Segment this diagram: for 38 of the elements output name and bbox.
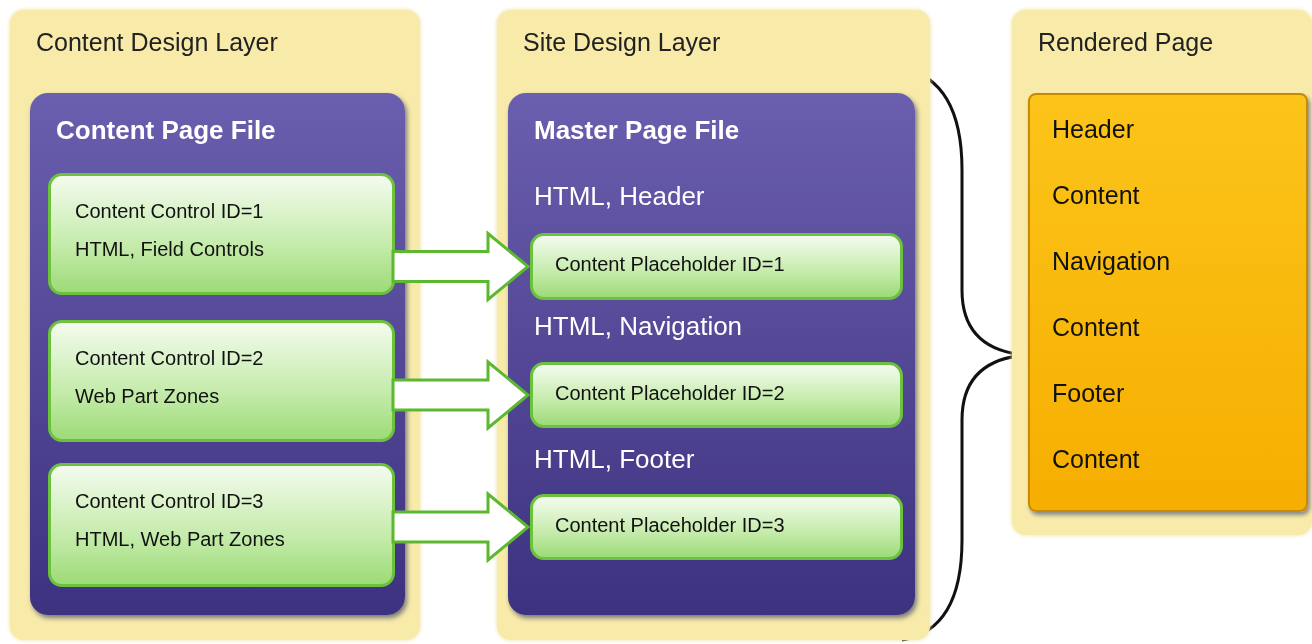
layer-panel bbox=[1012, 10, 1312, 535]
layer-title: Rendered Page bbox=[1038, 28, 1214, 57]
item-label: HTML, Field Controls bbox=[75, 238, 264, 261]
control-box bbox=[48, 463, 395, 587]
layer-panel bbox=[497, 10, 930, 640]
rendered-page-box bbox=[1028, 93, 1308, 512]
item-label: Content bbox=[1052, 445, 1140, 474]
item-label: Content Control ID=3 bbox=[75, 490, 264, 513]
item-label: Content Placeholder ID=1 bbox=[555, 253, 785, 276]
item-label: HTML, Footer bbox=[534, 444, 695, 475]
item-label: Content bbox=[1052, 181, 1140, 210]
item-label: Content Placeholder ID=2 bbox=[555, 382, 785, 405]
control-box bbox=[48, 320, 395, 442]
item-label: Web Part Zones bbox=[75, 385, 220, 408]
panel-title: Content Page File bbox=[56, 115, 276, 146]
panel-title: Master Page File bbox=[534, 115, 740, 146]
control-box bbox=[530, 362, 903, 428]
block-arrow bbox=[391, 230, 531, 303]
block-arrow bbox=[391, 490, 531, 564]
item-label: Header bbox=[1052, 115, 1134, 144]
item-label: Content Placeholder ID=3 bbox=[555, 514, 785, 537]
item-label: Content Control ID=2 bbox=[75, 347, 264, 370]
layer-panel bbox=[10, 10, 420, 640]
layer-title: Content Design Layer bbox=[36, 28, 278, 57]
item-label: HTML, Web Part Zones bbox=[75, 528, 285, 551]
item-label: HTML, Header bbox=[534, 181, 705, 212]
block-arrow bbox=[391, 358, 531, 432]
item-label: Content bbox=[1052, 313, 1140, 342]
control-box bbox=[530, 233, 903, 300]
item-label: Footer bbox=[1052, 379, 1125, 408]
layer-title: Site Design Layer bbox=[523, 28, 721, 57]
item-label: Content Control ID=1 bbox=[75, 200, 264, 223]
control-box bbox=[48, 173, 395, 295]
item-label: Navigation bbox=[1052, 247, 1171, 276]
item-label: HTML, Navigation bbox=[534, 311, 743, 342]
file-panel bbox=[508, 93, 915, 615]
control-box bbox=[530, 494, 903, 560]
file-panel bbox=[30, 93, 405, 615]
